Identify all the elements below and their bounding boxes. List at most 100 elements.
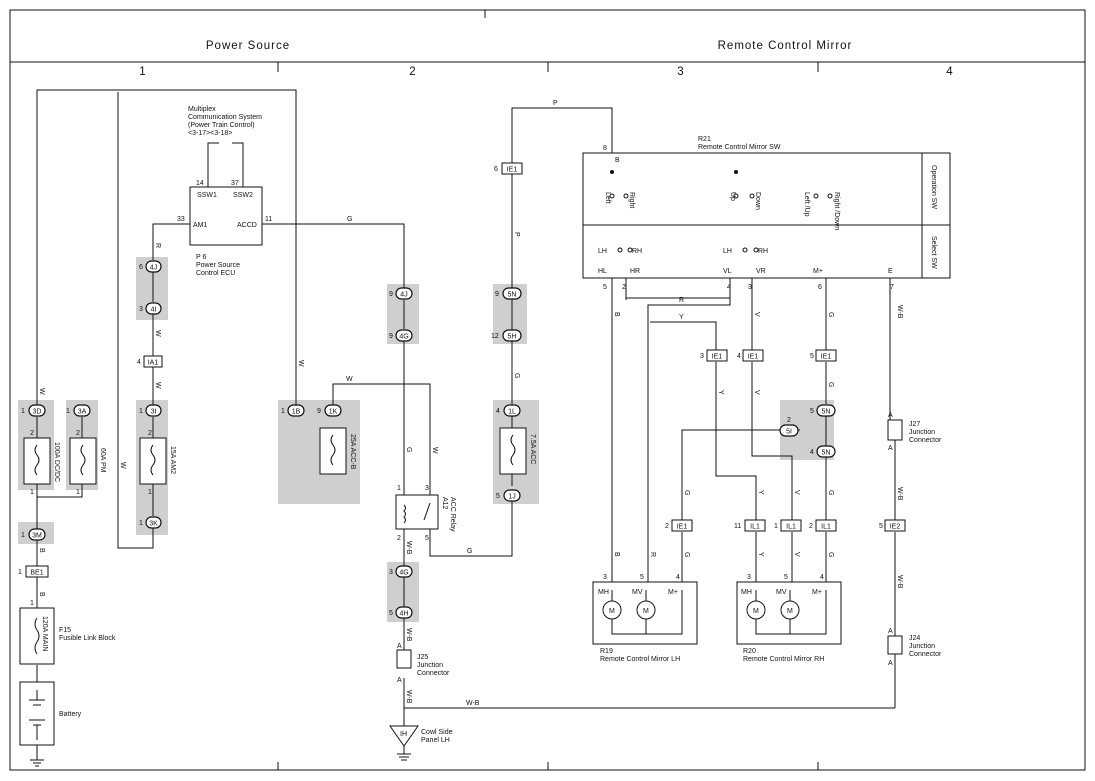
fuse-symbols	[34, 434, 516, 655]
mirror-rh-id: R20	[743, 648, 756, 655]
wire-label: G	[827, 552, 834, 557]
pin: 2	[622, 284, 626, 291]
label-4H: 4H	[400, 611, 409, 618]
label-4J: 4J	[150, 265, 157, 272]
connector-IE2	[884, 519, 906, 532]
wire-label: W-B	[896, 575, 903, 589]
wire-label: R	[154, 243, 161, 248]
pin: 3	[389, 569, 393, 576]
pin: 5	[603, 284, 607, 291]
switch-name: Remote Control Mirror SW	[698, 144, 781, 151]
pin: 1	[139, 520, 143, 527]
pin: A	[888, 628, 893, 635]
switch-pos: LH	[598, 248, 607, 255]
switch-pos: RH	[758, 248, 768, 255]
switch-terminal: HR	[630, 268, 640, 275]
pin-numbers: 6 3 4 1 2 1 1 1 1 2 2 1 1 1 1 1 1 9 33 1…	[18, 145, 894, 684]
switch-pos: Left /Up	[803, 192, 810, 217]
switch-terminal: M+	[813, 268, 823, 275]
pin: 1	[148, 489, 152, 496]
motor-label: M	[609, 608, 615, 615]
label-1J: 1J	[508, 494, 515, 501]
connector-4J-col2	[395, 287, 413, 300]
label-BE1: BE1	[30, 570, 43, 577]
pin: 3	[603, 574, 607, 581]
pin: 2	[665, 523, 669, 530]
fuse-label-dcdc: 100A DC/DC	[53, 442, 60, 482]
wire-label: V	[793, 552, 800, 557]
pin: A	[397, 643, 402, 650]
battery-label: Battery	[59, 711, 82, 718]
section-title-remote-mirror: Remote Control Mirror	[718, 40, 853, 52]
connector-labels: 4J 4I IA1 3I 3K 3D 3A 3M BE1 1B 1K 4J 4G…	[30, 167, 900, 618]
ecu-box	[189, 186, 263, 246]
operation-sw-label: Operation SW	[930, 165, 937, 209]
mirror-terminal: M+	[812, 589, 822, 596]
pin: 1	[76, 489, 80, 496]
pin: 2	[76, 430, 80, 437]
label-IE1-a: IE1	[712, 354, 723, 361]
wire-label: B	[613, 552, 620, 557]
wire-label: G	[827, 382, 834, 387]
pin: 5	[879, 523, 883, 530]
wire-label: B	[613, 312, 620, 317]
connector-IL1-b	[780, 519, 802, 532]
pin: 5	[389, 610, 393, 617]
wire-label: Y	[717, 390, 724, 395]
wire-label: W-B	[896, 487, 903, 501]
ecu-pin-ssw1: SSW1	[197, 192, 217, 199]
wire-label: W	[297, 360, 304, 367]
pin: 1	[66, 408, 70, 415]
pin: 3	[425, 485, 429, 492]
pin: 5	[810, 353, 814, 360]
wire-label: W	[431, 447, 438, 454]
column-number-3: 3	[677, 66, 684, 78]
relay-name: ACC Relay	[449, 497, 456, 532]
label-IE1-top: IE1	[507, 167, 518, 174]
label-IE1-d: IE1	[677, 524, 688, 531]
mirror-terminal: M+	[668, 589, 678, 596]
connector-IA1	[143, 355, 163, 368]
wire-label: W-B	[405, 541, 412, 555]
j27-name: Connector	[909, 437, 942, 444]
j27-name: Junction	[909, 429, 935, 436]
pin: 37	[231, 180, 239, 187]
pin: 3	[700, 353, 704, 360]
connector-IE1-c	[815, 349, 837, 362]
switch-pos: RH	[632, 248, 642, 255]
connector-IL1-a	[744, 519, 766, 532]
component-labels: Multiplex Communication System (Power Tr…	[59, 106, 942, 744]
label-IL1-a: IL1	[750, 524, 760, 531]
pin: 4	[737, 353, 741, 360]
ground-symbols	[30, 725, 419, 767]
pin: 3	[748, 284, 752, 291]
pin: 2	[148, 430, 152, 437]
fuse-pm-box	[69, 437, 97, 485]
label-3D: 3D	[33, 409, 42, 416]
connector-3K	[145, 516, 162, 529]
j25-name: Junction	[417, 662, 443, 669]
fuse-label-accb: 25A ACC-B	[349, 434, 356, 470]
ground-id: IH	[400, 731, 407, 738]
connector-3A	[73, 404, 91, 417]
wire-label: W-B	[405, 628, 412, 642]
wire-label: R	[649, 552, 656, 557]
label-5N-upper: 5N	[822, 409, 831, 416]
fuse-label-acc: 7.5A ACC	[529, 434, 536, 464]
switch-terminal: HL	[598, 268, 607, 275]
j25-id: J25	[417, 654, 428, 661]
label-IE2: IE2	[890, 524, 901, 531]
pin: 14	[196, 180, 204, 187]
motor-label: M	[643, 608, 649, 615]
pin: 9	[389, 291, 393, 298]
label-IA1: IA1	[148, 360, 159, 367]
column-number-4: 4	[946, 66, 953, 78]
connector-5I	[779, 424, 799, 437]
pin: 5	[425, 535, 429, 542]
switch-id: R21	[698, 136, 711, 143]
wire-label: G	[827, 312, 834, 317]
pin: 9	[317, 408, 321, 415]
pin: 5	[640, 574, 644, 581]
pin: 3	[747, 574, 751, 581]
